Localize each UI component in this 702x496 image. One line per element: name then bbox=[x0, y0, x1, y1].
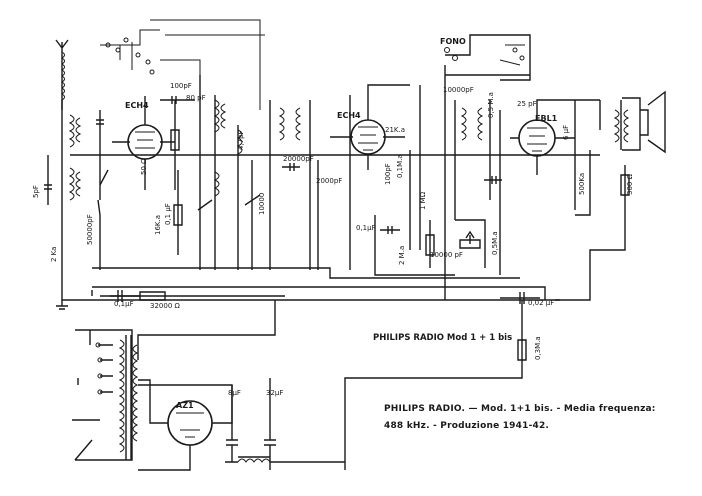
label-c-80pf: 80 pF bbox=[186, 94, 206, 102]
label-c-10000pf: 10000 pF bbox=[430, 251, 463, 259]
rf-coils-left bbox=[44, 110, 109, 270]
caption-line-1: PHILIPS RADIO. — Mod. 1+1 bis. - Media f… bbox=[384, 404, 656, 414]
label-c-2000pf: 2000pF bbox=[316, 177, 342, 185]
tube1-label: ECH4 bbox=[125, 101, 149, 110]
label-c-002uf: 0,02 μF bbox=[528, 299, 554, 307]
rect-label: AZ1 bbox=[176, 401, 194, 410]
label-c-50000pf: 50000pF bbox=[86, 214, 94, 245]
tube3-label: EBL1 bbox=[535, 114, 558, 123]
tube2-label: ECH4 bbox=[337, 111, 361, 120]
top-rail bbox=[70, 154, 600, 300]
inline-title: PHILIPS RADIO Mod 1 + 1 bis bbox=[373, 333, 512, 343]
label-c-10000pf-top: 10000pF bbox=[443, 86, 474, 94]
osc-coils bbox=[197, 75, 261, 270]
tube1-components bbox=[160, 96, 195, 255]
filter-section bbox=[225, 378, 345, 470]
label-c-100pf: 100pF bbox=[170, 82, 192, 90]
label-c-100pf-b: 100pF bbox=[384, 163, 392, 185]
label-c-47pf: 4,7pF bbox=[237, 130, 245, 150]
power-transformer bbox=[72, 329, 139, 461]
rectifier-az1 bbox=[138, 379, 233, 471]
center-wiring bbox=[349, 65, 486, 300]
tube-ebl1 bbox=[510, 99, 600, 175]
cap-002uf bbox=[500, 292, 540, 304]
fono-label: FONO bbox=[440, 37, 466, 46]
label-r-32000: 32000 Ω bbox=[150, 302, 180, 310]
bplus-line bbox=[137, 300, 527, 470]
tube-ech4-2 bbox=[330, 84, 410, 170]
caption-line-2: 488 kHz. - Produzione 1941-42. bbox=[384, 421, 550, 431]
label-r-05ma: 0,5M.a bbox=[491, 231, 499, 255]
tube-ech4-1 bbox=[112, 96, 175, 190]
label-r-10000: 10000 bbox=[258, 193, 266, 215]
label-r-2ma: 2 M.a bbox=[398, 246, 406, 265]
label-r-300a: 300 Ω bbox=[626, 173, 634, 195]
fono-switch bbox=[444, 34, 531, 81]
label-r-05ma-b: 0,5 M.a bbox=[487, 92, 495, 118]
label-c-01uf-b: 0,1μF bbox=[114, 300, 134, 308]
if-transformer-2 bbox=[454, 100, 502, 275]
caption-block: PHILIPS RADIO. — Mod. 1+1 bis. - Media f… bbox=[384, 401, 684, 435]
label-c-5pf: 5pF bbox=[32, 185, 40, 198]
label-c-01uf-c: 0,1μF bbox=[356, 224, 376, 232]
label-r-50a: 50 Ω bbox=[140, 158, 148, 175]
label-r-16ka: 16K.a bbox=[154, 215, 162, 235]
label-c-8uf: 8μF bbox=[228, 389, 241, 397]
label-r-21ka: 21K.a bbox=[385, 126, 405, 134]
bottom-resistor-32000 bbox=[110, 290, 166, 302]
label-r-500ka: 500Ka bbox=[578, 173, 586, 195]
label-r-2ka: 2 Ka bbox=[50, 247, 58, 262]
ground-symbols bbox=[56, 290, 93, 310]
label-r-03ma: 0,3M.a bbox=[534, 336, 542, 360]
label-c-6uf: 6 μF bbox=[562, 125, 570, 140]
label-c-01uf-a: 0,1 μF bbox=[164, 203, 172, 225]
label-r-01ma: 0,1M.a bbox=[396, 154, 404, 178]
if-transformer-1 bbox=[269, 100, 319, 270]
output-stage bbox=[555, 90, 666, 301]
label-r-1ma: 1 MΩ bbox=[419, 191, 427, 210]
label-c-20000pf: 20000pF bbox=[283, 155, 314, 163]
label-c-32uf: 32μF bbox=[266, 389, 283, 397]
label-c-25pf: 25 pF bbox=[517, 100, 537, 108]
band-switch bbox=[100, 19, 265, 110]
